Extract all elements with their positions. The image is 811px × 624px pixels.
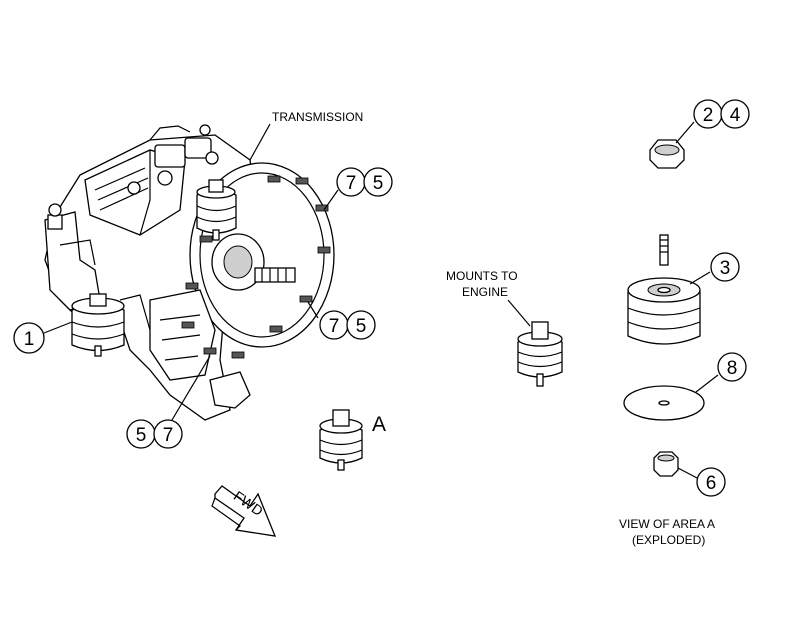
fwd-arrow: FWD <box>211 485 277 537</box>
engine-mount-top <box>196 179 237 241</box>
callout-3: 3 <box>689 252 740 285</box>
callout-1-number: 1 <box>24 329 35 350</box>
isolator-part <box>627 277 701 345</box>
view-area-label: VIEW OF AREA A <box>619 517 715 531</box>
washer-part <box>623 385 705 421</box>
mount-to-engine <box>517 321 563 387</box>
callout-7-middle-number: 7 <box>329 316 340 337</box>
bell-housing-bolts <box>181 175 331 359</box>
mounts-leader <box>507 299 531 327</box>
top-nut-part <box>649 139 685 169</box>
callout-1: 1 <box>13 321 73 354</box>
callout-8: 8 <box>695 352 747 393</box>
callout-8-number: 8 <box>727 358 738 379</box>
callout-7-5-middle: 7 5 <box>307 301 376 340</box>
engine-mount-left <box>71 293 125 357</box>
exploded-label: (EXPLODED) <box>632 533 705 547</box>
callout-5-top-number: 5 <box>373 173 384 194</box>
transmission-label: TRANSMISSION <box>272 110 363 124</box>
callout-5-middle-number: 5 <box>356 316 367 337</box>
callout-2-4: 2 4 <box>675 99 750 144</box>
callout-7-5-top: 7 5 <box>323 167 393 211</box>
mount-stud <box>659 234 669 266</box>
callout-6: 6 <box>677 467 726 497</box>
callout-7-bottom-number: 7 <box>163 425 174 446</box>
area-a-mount <box>319 409 363 471</box>
callout-5-7-bottom: 5 7 <box>126 355 211 449</box>
transmission-assembly <box>44 124 335 421</box>
engine-label: ENGINE <box>462 285 508 299</box>
callout-3-number: 3 <box>720 258 731 279</box>
callout-5-bottom-number: 5 <box>136 425 147 446</box>
bottom-nut-part <box>653 451 679 477</box>
transmission-leader <box>249 123 271 161</box>
callout-7-top-number: 7 <box>346 173 357 194</box>
area-a-label: A <box>372 413 386 436</box>
mounts-to-label: MOUNTS TO <box>446 269 518 283</box>
callout-6-number: 6 <box>706 473 717 494</box>
callout-2-number: 2 <box>703 105 714 126</box>
callout-4-number: 4 <box>730 105 741 126</box>
